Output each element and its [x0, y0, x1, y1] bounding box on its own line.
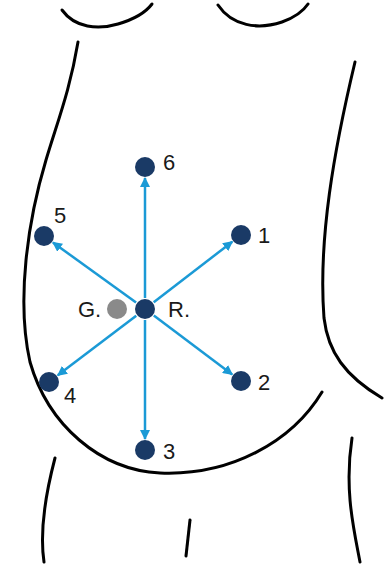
- point-node: R.: [135, 299, 155, 319]
- point-node: 5: [34, 226, 54, 246]
- point-label: 1: [258, 224, 270, 248]
- dot-marker: [231, 371, 251, 391]
- dot-marker: [107, 299, 127, 319]
- dot-marker: [135, 299, 155, 319]
- point-label: 5: [54, 204, 66, 228]
- point-label: R.: [168, 298, 190, 322]
- dot-marker: [231, 225, 251, 245]
- direction-arrow: [154, 242, 233, 303]
- dot-marker: [34, 226, 54, 246]
- point-node: 4: [39, 372, 59, 392]
- point-node: 6: [135, 157, 155, 177]
- point-label: G.: [78, 298, 101, 322]
- point-label: 2: [258, 371, 270, 395]
- dot-marker: [135, 440, 155, 460]
- point-node: 2: [231, 371, 251, 391]
- direction-arrow: [144, 320, 147, 439]
- direction-arrow: [154, 316, 232, 375]
- point-node: 1: [231, 225, 251, 245]
- point-label: 3: [163, 440, 175, 464]
- point-label: 6: [163, 151, 175, 175]
- point-node: G.: [107, 299, 127, 319]
- direction-arrow: [144, 178, 147, 298]
- dot-marker: [135, 157, 155, 177]
- point-label: 4: [64, 384, 76, 408]
- dot-marker: [39, 372, 59, 392]
- direction-arrow: [58, 316, 136, 376]
- point-node: 3: [135, 440, 155, 460]
- direction-arrow: [53, 242, 136, 302]
